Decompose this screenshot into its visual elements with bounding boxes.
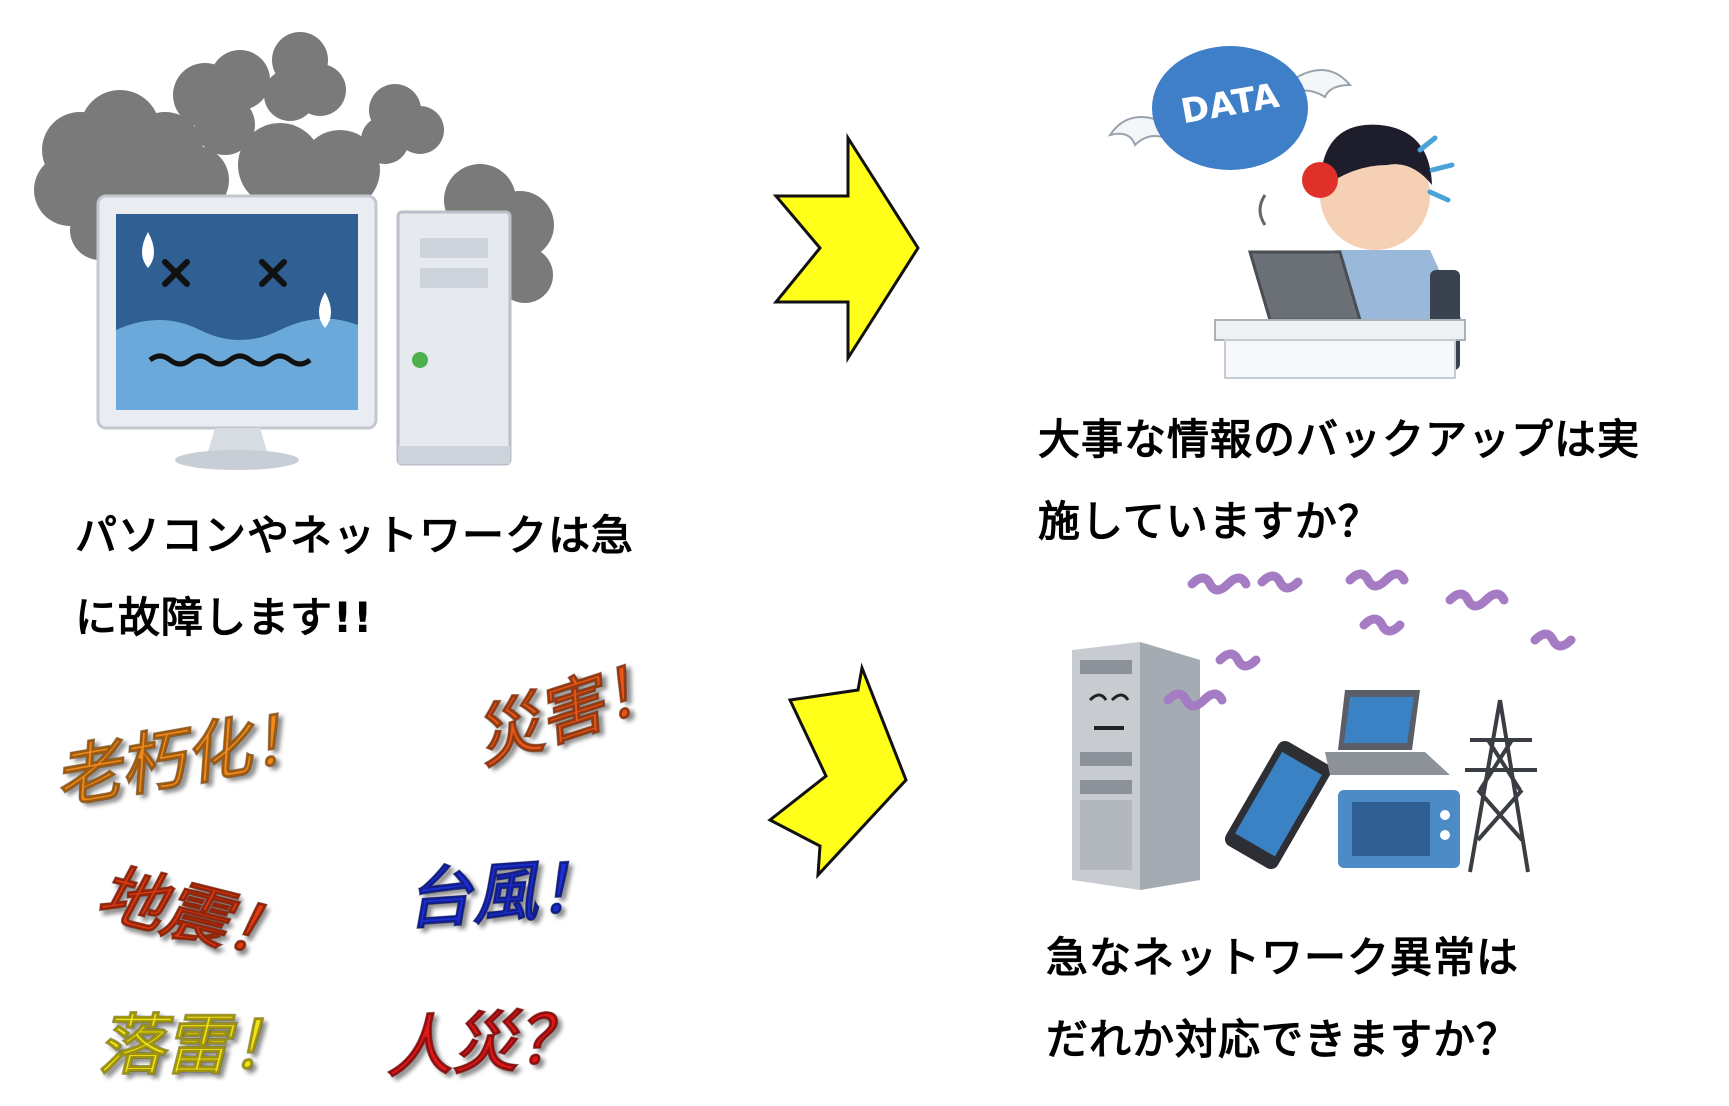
left-caption-line-1: パソコンやネットワークは急	[75, 511, 635, 560]
network-caption-line-2: だれか対応できますか？	[1046, 1015, 1520, 1064]
left-caption-line-2: に故障します!!	[75, 593, 374, 642]
sad-monitor-icon	[96, 194, 378, 470]
data-badge-icon	[1152, 46, 1308, 170]
backup-caption-line-1: 大事な情報のバックアップは実	[1038, 415, 1641, 464]
cause-typhoon: 台風！	[402, 848, 606, 940]
microwave-icon	[1338, 790, 1460, 868]
backup-caption-line-2: 施していますか？	[1038, 497, 1381, 546]
pc-tower-icon	[396, 210, 512, 466]
trouble-waves-icon	[1163, 569, 1576, 711]
transmission-tower-icon	[1465, 699, 1537, 873]
cause-lightning: 落雷！	[98, 1007, 297, 1085]
network-caption-line-1: 急なネットワーク異常は	[1046, 933, 1520, 982]
server-icon	[1072, 642, 1200, 890]
smartphone-icon	[1224, 740, 1332, 870]
laptop-icon	[1325, 690, 1450, 775]
cause-human-error: 人災？	[383, 999, 586, 1088]
